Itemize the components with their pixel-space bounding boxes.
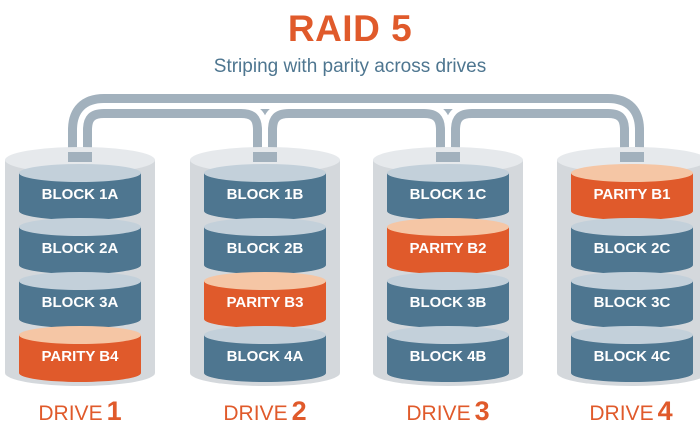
data-block: BLOCK 2C — [571, 218, 693, 274]
block-label: BLOCK 1C — [410, 186, 487, 203]
block-body — [204, 335, 326, 382]
block-label: BLOCK 3B — [410, 294, 487, 311]
block-body — [387, 227, 509, 274]
connection-bus — [68, 94, 644, 163]
block-body — [19, 335, 141, 382]
block-label: BLOCK 4C — [594, 348, 671, 365]
bus-connector — [436, 152, 460, 162]
block-body — [571, 335, 693, 382]
data-block: BLOCK 3C — [571, 272, 693, 328]
block-body — [204, 281, 326, 328]
drive-number: 3 — [474, 396, 490, 426]
bus-inner-line — [77, 103, 635, 163]
block-top — [204, 164, 326, 182]
block-body — [204, 227, 326, 274]
data-block: BLOCK 4C — [571, 326, 693, 382]
block-top — [204, 218, 326, 236]
data-block: BLOCK 2A — [19, 218, 141, 274]
data-block: BLOCK 2B — [204, 218, 326, 274]
drive-4: PARITY B1 BLOCK 2C BLOCK 3C BLOCK 4C — [557, 147, 700, 386]
data-block: BLOCK 3A — [19, 272, 141, 328]
diagram-title: RAID 5 — [287, 8, 413, 49]
bus-connector — [620, 152, 644, 162]
block-top — [19, 164, 141, 182]
block-top — [571, 218, 693, 236]
data-block: BLOCK 1B — [204, 164, 326, 220]
block-label: BLOCK 3C — [594, 294, 671, 311]
block-body — [571, 227, 693, 274]
data-block: BLOCK 1A — [19, 164, 141, 220]
block-body — [19, 281, 141, 328]
drive-label-text: DRIVE — [223, 402, 288, 425]
block-label: BLOCK 2C — [594, 240, 671, 257]
drive-2: BLOCK 1B BLOCK 2B PARITY B3 BLOCK 4A — [190, 147, 340, 386]
block-top — [387, 326, 509, 344]
block-body — [387, 281, 509, 328]
drive-number: 2 — [291, 396, 307, 426]
block-top — [19, 272, 141, 290]
block-top — [204, 272, 326, 290]
block-label: BLOCK 2B — [227, 240, 304, 257]
block-label: BLOCK 4B — [410, 348, 487, 365]
block-top — [571, 272, 693, 290]
parity-block: PARITY B4 — [19, 326, 141, 382]
block-label: BLOCK 4A — [227, 348, 304, 365]
bus-connector — [253, 152, 277, 162]
drive-label-text: DRIVE — [38, 402, 103, 425]
block-label: BLOCK 1A — [42, 186, 119, 203]
parity-block: PARITY B2 — [387, 218, 509, 274]
block-body — [19, 173, 141, 220]
block-top — [204, 326, 326, 344]
block-body — [571, 281, 693, 328]
parity-block: PARITY B3 — [204, 272, 326, 328]
block-label: PARITY B2 — [410, 240, 487, 257]
data-block: BLOCK 4B — [387, 326, 509, 382]
block-body — [204, 173, 326, 220]
block-top — [571, 326, 693, 344]
block-top — [387, 272, 509, 290]
data-block: BLOCK 4A — [204, 326, 326, 382]
block-top — [19, 326, 141, 344]
parity-block: PARITY B1 — [571, 164, 693, 220]
block-label: BLOCK 3A — [42, 294, 119, 311]
drive-3: BLOCK 1C PARITY B2 BLOCK 3B BLOCK 4B — [373, 147, 523, 386]
block-label: PARITY B1 — [594, 186, 671, 203]
block-body — [571, 173, 693, 220]
diagram-subtitle: Striping with parity across drives — [213, 56, 487, 77]
drive-1: BLOCK 1A BLOCK 2A BLOCK 3A PARITY B4 — [5, 147, 155, 386]
block-top — [387, 218, 509, 236]
block-top — [571, 164, 693, 182]
block-body — [387, 173, 509, 220]
drive-label-text: DRIVE — [589, 402, 654, 425]
data-block: BLOCK 1C — [387, 164, 509, 220]
block-label: BLOCK 2A — [42, 240, 119, 257]
block-body — [387, 335, 509, 382]
bus-connector — [68, 152, 92, 162]
block-top — [19, 218, 141, 236]
block-label: PARITY B3 — [227, 294, 304, 311]
data-block: BLOCK 3B — [387, 272, 509, 328]
block-label: BLOCK 1B — [227, 186, 304, 203]
drive-number: 4 — [657, 396, 673, 426]
block-body — [19, 227, 141, 274]
drive-label-text: DRIVE — [406, 402, 471, 425]
drive-number: 1 — [106, 396, 122, 426]
bus-outer — [68, 94, 644, 163]
block-label: PARITY B4 — [42, 348, 120, 365]
block-top — [387, 164, 509, 182]
